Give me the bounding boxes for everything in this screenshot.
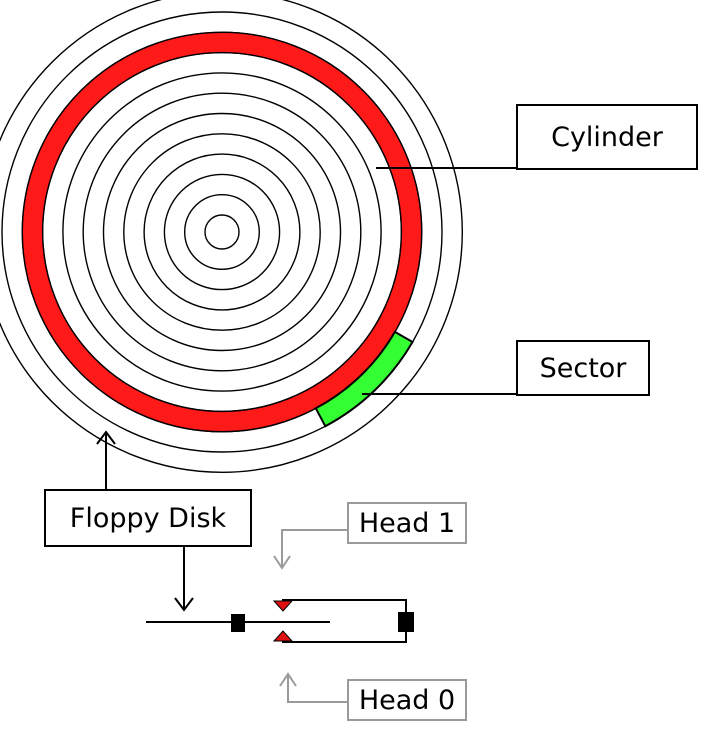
floppy-disk-label-text: Floppy Disk bbox=[69, 502, 227, 534]
cylinder-band bbox=[22, 32, 422, 432]
cylinder-band-edge bbox=[41, 51, 403, 413]
track-ring bbox=[123, 133, 321, 331]
track-ring bbox=[0, 0, 463, 473]
head1-triangle-icon bbox=[272, 600, 294, 612]
cylinder-label-text: Cylinder bbox=[551, 121, 663, 153]
cylinder-label: Cylinder bbox=[516, 104, 698, 170]
cylinder-band-edge bbox=[21, 31, 423, 433]
head1-label: Head 1 bbox=[347, 502, 467, 544]
track-ring bbox=[82, 92, 362, 372]
track-ring bbox=[102, 112, 342, 352]
arrow-up-icon bbox=[96, 430, 116, 490]
head0-label-text: Head 0 bbox=[358, 684, 456, 716]
track-ring bbox=[1, 11, 443, 453]
track-ring bbox=[163, 173, 281, 291]
disk-tracks bbox=[0, 0, 463, 473]
sector-label-text: Sector bbox=[539, 352, 627, 384]
floppy-disk-label: Floppy Disk bbox=[44, 489, 252, 547]
head-assembly bbox=[146, 599, 414, 643]
head-arm-block-icon bbox=[398, 612, 414, 632]
head0-label: Head 0 bbox=[347, 679, 467, 721]
track-ring bbox=[183, 193, 260, 270]
head1-label-text: Head 1 bbox=[358, 507, 456, 539]
sector-label: Sector bbox=[516, 340, 650, 396]
track-ring bbox=[143, 153, 301, 311]
head0-triangle-icon bbox=[272, 630, 294, 642]
track-ring bbox=[62, 72, 382, 392]
spindle-block-icon bbox=[231, 614, 245, 632]
track-ring bbox=[41, 51, 403, 413]
arrow-down-icon bbox=[174, 546, 194, 612]
head0-callout-arrow-icon bbox=[279, 672, 348, 703]
track-ring bbox=[204, 214, 240, 250]
head1-callout-arrow-icon bbox=[273, 529, 348, 570]
sector-highlight bbox=[314, 330, 414, 428]
